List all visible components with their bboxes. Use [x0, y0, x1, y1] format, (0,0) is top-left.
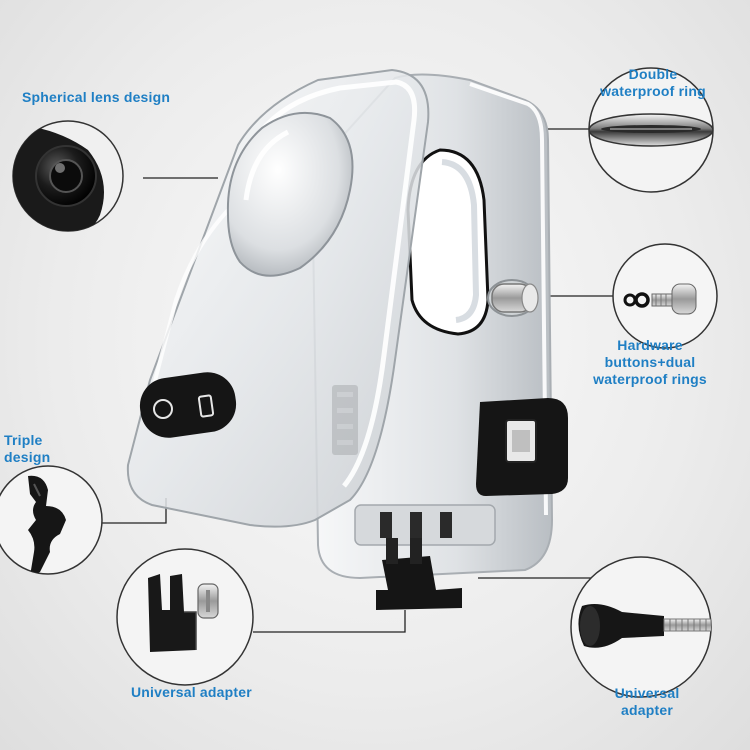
label-triple-line2: design	[4, 449, 51, 465]
lens-detail-icon	[12, 120, 124, 232]
label-adapter-right: Universal adapter	[592, 685, 702, 719]
thumb-screw-icon	[570, 556, 712, 698]
label-adapter-right-line1: Universal	[614, 685, 680, 701]
waterproof-ring-icon	[588, 67, 714, 193]
label-double-ring: Double waterproof ring	[583, 66, 723, 100]
front-lid	[126, 68, 430, 528]
label-double-ring-line1: Double	[628, 66, 678, 82]
label-spherical-lens: Spherical lens design	[22, 89, 171, 105]
label-adapter-right-line2: adapter	[621, 702, 673, 718]
label-triple-line1: Triple	[4, 432, 43, 448]
label-hardware-line1: Hardware	[617, 337, 683, 353]
label-adapter-left: Universal adapter	[131, 684, 252, 700]
label-hardware-line2: buttons+dual	[604, 354, 696, 370]
triple-buckle-icon	[0, 465, 103, 575]
label-double-ring-line2: waterproof ring	[600, 83, 706, 99]
label-hardware: Hardware buttons+dual waterproof rings	[580, 337, 720, 388]
mount-adapter	[376, 538, 462, 610]
mount-adapter-icon	[116, 548, 254, 686]
screw-button-icon	[612, 243, 718, 349]
label-hardware-line3: waterproof rings	[593, 371, 707, 387]
label-triple: Triple design	[4, 432, 50, 466]
